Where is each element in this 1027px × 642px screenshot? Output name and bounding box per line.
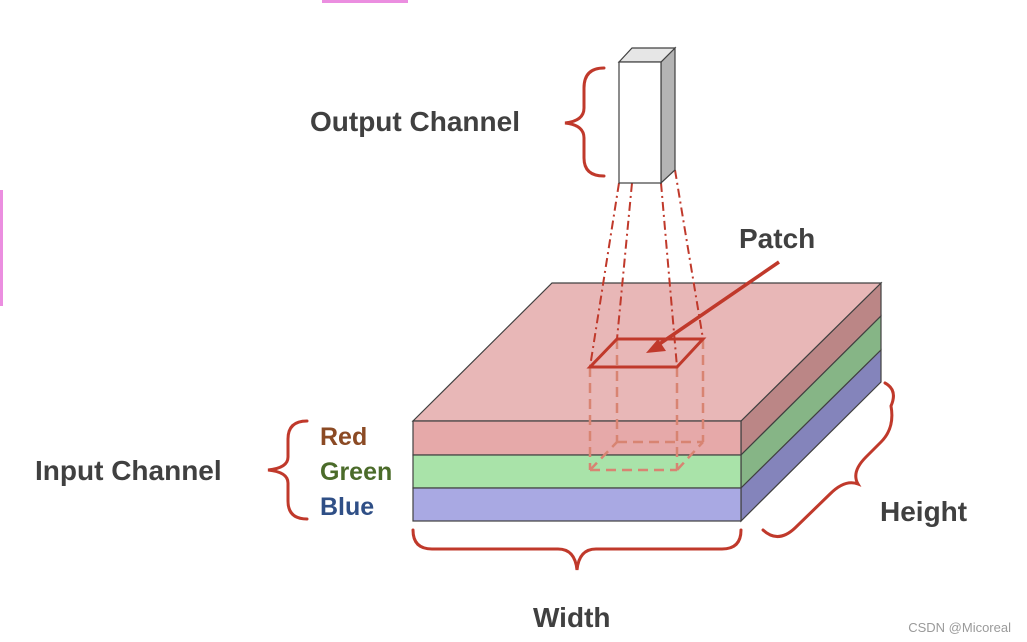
output-channel-label: Output Channel: [310, 106, 520, 137]
green-layer-front: [412, 454, 742, 489]
patch-volume-dashed: [588, 339, 705, 472]
pink-artifact-top: [322, 0, 408, 3]
width-label: Width: [533, 602, 611, 633]
output-column-front: [618, 61, 662, 184]
input-channel-brace: [267, 419, 309, 521]
channel-label-blue: Blue: [320, 493, 374, 521]
input-channel-label: Input Channel: [35, 455, 222, 486]
pink-artifact-left: [0, 190, 3, 306]
red-layer-front: [412, 420, 742, 456]
patch-label: Patch: [739, 223, 815, 254]
channel-label-red: Red: [320, 423, 367, 451]
output-channel-brace: [564, 66, 606, 178]
patch-arrow-line: [657, 260, 780, 347]
output-column-side: [660, 46, 676, 185]
projection-lines: [589, 169, 704, 368]
height-brace: [761, 381, 895, 538]
watermark-text: CSDN @Micoreal: [908, 620, 1011, 635]
channel-label-green: Green: [320, 458, 392, 486]
width-brace: [411, 528, 743, 571]
blue-layer-front: [412, 487, 742, 522]
patch-arrow-head: [646, 339, 666, 353]
height-label: Height: [880, 496, 967, 527]
patch-outline: [586, 337, 707, 369]
